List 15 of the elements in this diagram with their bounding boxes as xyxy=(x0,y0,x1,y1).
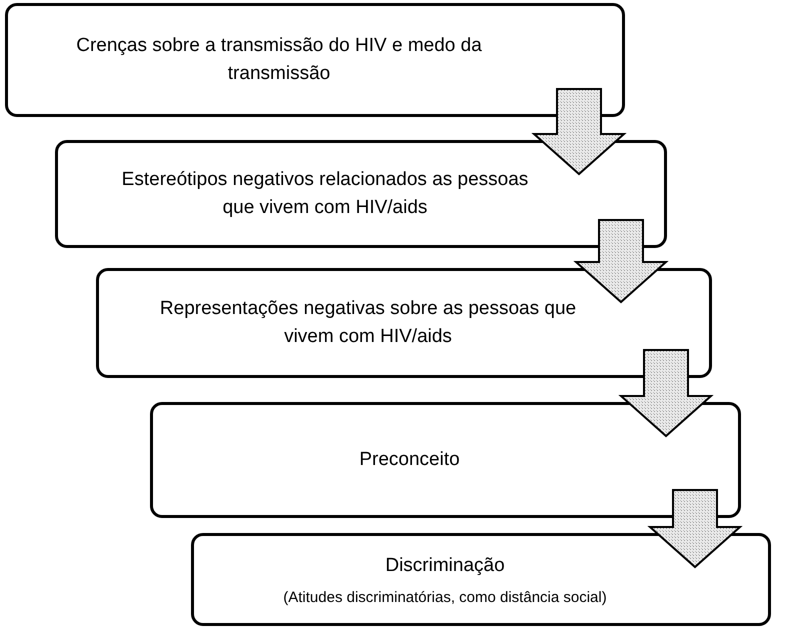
step-note: (Atitudes discriminatórias, como distância social) xyxy=(283,588,607,608)
block-arrow xyxy=(647,489,743,568)
step-text: Discriminação xyxy=(385,554,505,578)
step-text: Crenças sobre a transmissão do HIV e medo da transmissão xyxy=(75,34,483,86)
process-box xyxy=(96,268,712,378)
block-arrow xyxy=(573,219,669,304)
process-box xyxy=(55,140,667,248)
step-text: Estereótipos negativos relacionados as pessoas que vivem com HIV/aids xyxy=(120,168,530,220)
process-box xyxy=(5,3,625,117)
step-text: Representações negativas sobre as pessoas que vivem com HIV/aids xyxy=(158,297,578,349)
block-arrow xyxy=(618,349,714,438)
process-box xyxy=(191,533,771,626)
step-text: Preconceito xyxy=(359,448,460,472)
process-box xyxy=(150,402,741,518)
block-arrow xyxy=(531,88,627,176)
